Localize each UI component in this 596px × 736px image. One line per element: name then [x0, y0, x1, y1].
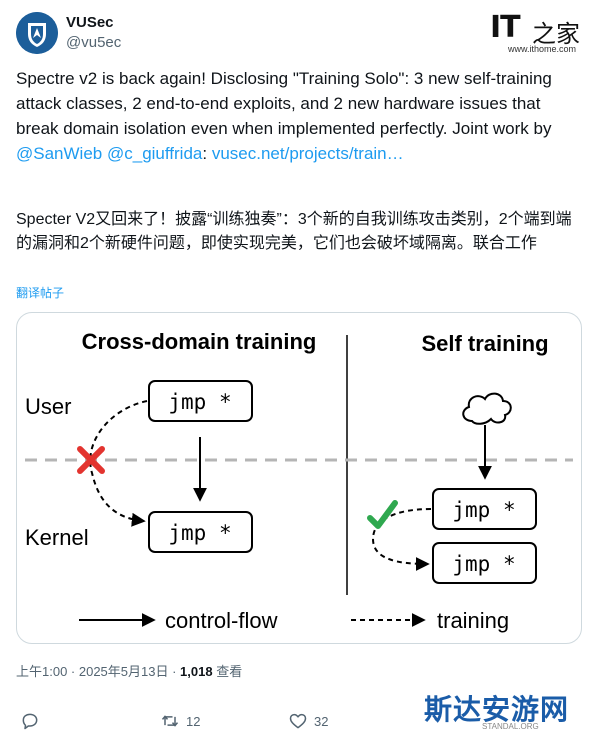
tweet-body: Spectre v2 is back again! Disclosing "Tr… [16, 69, 552, 138]
ithome-logo: IT 之家 www.ithome.com [490, 10, 580, 56]
right-panel-title: Self training [421, 331, 548, 356]
retweet-button[interactable]: 12 [160, 706, 200, 736]
right-jmp-box-bottom [432, 542, 537, 584]
display-name[interactable]: VUSec [66, 14, 114, 31]
project-link[interactable]: vusec.net/projects/train… [211, 144, 404, 163]
user-label: User [25, 394, 71, 419]
heart-icon [289, 713, 307, 729]
translated-text: Specter V2又回来了！披露“训练独奏”：3个新的自我训练攻击类别，2个端… [16, 211, 572, 252]
tweet-header: VUSec @vu5ec IT 之家 www.ithome.com [16, 10, 580, 56]
post-meta: 上午1:00 · 2025年5月13日 · 1,018 查看 [16, 661, 242, 680]
retweet-icon [161, 715, 179, 727]
like-count: 32 [314, 713, 329, 729]
kernel-jmp-box [148, 511, 253, 553]
avatar[interactable] [16, 12, 58, 54]
view-label: 查看 [212, 664, 243, 679]
training-arrow-left [89, 400, 148, 527]
legend-control-flow: control-flow [165, 608, 278, 633]
reply-icon [22, 713, 38, 730]
user-jmp-label: jmp * [168, 390, 231, 414]
right-jmp-label-bottom: jmp * [452, 552, 515, 576]
watermark-text: 斯达安游网 [424, 693, 570, 726]
like-button[interactable]: 32 [288, 706, 328, 736]
blocked-cross-icon [77, 446, 105, 474]
training-diagram: Cross-domain training Self training User… [25, 329, 573, 633]
user-jmp-box [148, 380, 253, 422]
mention-sanwieb[interactable]: @SanWieb [16, 144, 103, 163]
ithome-logo-it: IT [490, 10, 521, 45]
user-handle[interactable]: @vu5ec [66, 34, 122, 51]
right-jmp-box-top [432, 488, 537, 530]
training-arrow-right [371, 508, 432, 571]
cloud-icon [462, 392, 512, 425]
left-panel-title: Cross-domain training [82, 329, 317, 354]
translate-post-link[interactable]: 翻译帖子 [16, 286, 65, 300]
mention-c-giuffrida[interactable]: @c_giuffrida [106, 144, 203, 163]
kernel-jmp-label: jmp * [168, 521, 231, 545]
legend-training: training [437, 608, 509, 633]
view-count: 1,018 [180, 664, 213, 679]
retweet-count: 12 [186, 713, 201, 729]
media-card[interactable]: Cross-domain training Self training User… [16, 312, 582, 644]
shield-logo-icon [16, 12, 58, 54]
ithome-logo-cn: 之家 [532, 20, 580, 48]
ithome-logo-url: www.ithome.com [508, 44, 577, 54]
action-bar: 12 32 [16, 706, 580, 736]
site-watermark: 斯达安游网 STANDAL.ORG [424, 688, 584, 734]
colon-separator: : [202, 144, 212, 163]
kernel-label: Kernel [25, 525, 89, 550]
right-jmp-label-top: jmp * [452, 498, 515, 522]
reply-button[interactable] [20, 706, 40, 736]
post-time[interactable]: 上午1:00 · 2025年5月13日 · [16, 664, 181, 679]
tweet-text: Spectre v2 is back again! Disclosing "Tr… [16, 66, 578, 166]
watermark-sub: STANDAL.ORG [482, 722, 539, 731]
allowed-check-icon [367, 500, 398, 529]
